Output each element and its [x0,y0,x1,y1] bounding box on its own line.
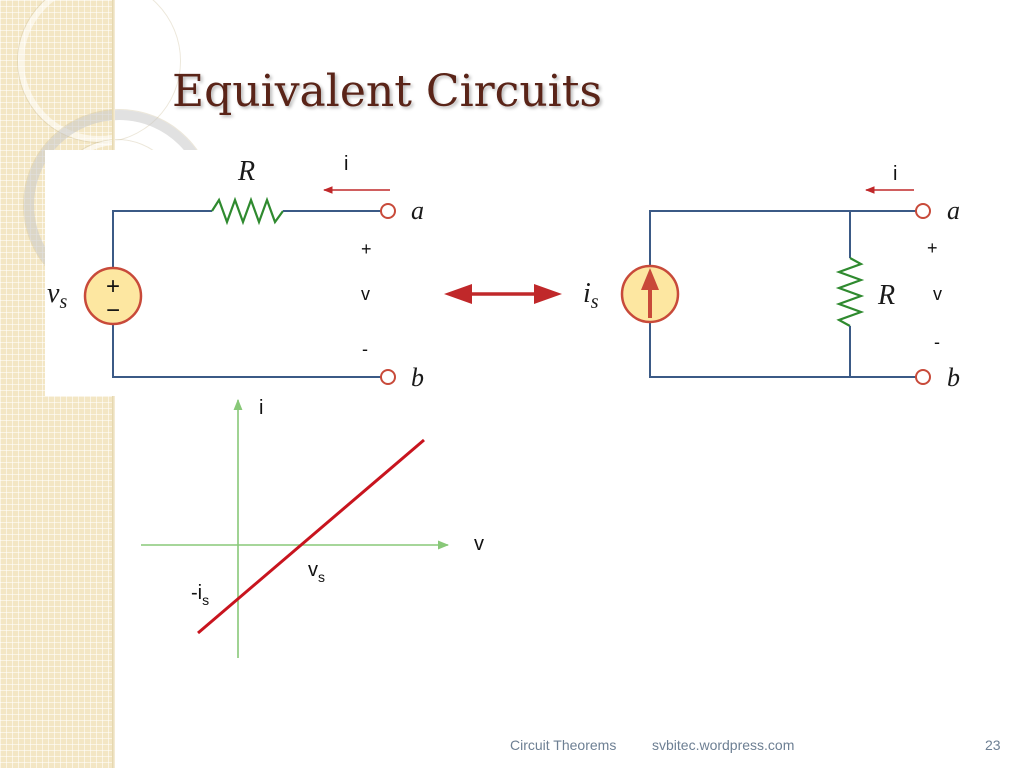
terminal-b-right[interactable] [915,369,931,385]
left-circuit: + − R vs a b i + v - [47,153,424,392]
source-label-main: v [47,278,60,309]
right-voltage-minus: - [934,332,940,352]
left-circuit-panel [45,150,305,396]
left-bottom-wire [112,322,381,378]
y-intercept-main: -i [191,582,202,604]
source-label-sub: s [591,291,599,313]
left-resistor-label: R [237,156,255,187]
current-source-arrow-icon [641,268,659,290]
footer-course-title: Circuit Theorems [510,737,617,753]
left-source-label: vs [47,278,67,313]
right-resistor-label: R [877,280,895,311]
left-voltage-plus: + [361,239,372,259]
equivalence-arrow [444,284,562,304]
right-circuit: R is a b i + v - [583,163,960,392]
iv-graph-x-intercept-label: vs [308,559,325,585]
left-terminal-a-label: a [411,196,424,225]
terminal-a-left[interactable] [380,203,396,219]
left-resistor [211,196,284,226]
source-label-sub: s [59,291,67,313]
left-terminal-b-label: b [411,363,424,392]
x-intercept-sub: s [318,569,325,585]
iv-graph-y-intercept-label: -is [191,582,209,608]
voltage-source-icon [83,266,143,326]
current-source [620,264,680,324]
voltage-source: + − [83,266,143,326]
slide-title: Equivalent Circuits [172,66,602,117]
left-current-label: i [344,153,348,175]
iv-characteristic-line [197,438,425,635]
footer-website: svbitec.wordpress.com [652,737,795,753]
left-voltage-minus: - [362,339,368,359]
right-bottom-wire [649,322,916,378]
right-voltage-label: v [933,284,942,304]
source-plus-sign: + [106,273,120,300]
left-top-wire [112,210,212,270]
right-source-label: is [583,278,599,313]
x-intercept-main: v [308,559,318,581]
iv-graph-x-axis-label: v [474,533,484,555]
terminal-a-right[interactable] [915,203,931,219]
right-terminal-a-label: a [947,196,960,225]
right-current-label: i [893,163,897,185]
iv-graph-y-axis-label: i [259,397,263,419]
y-intercept-sub: s [202,592,209,608]
equivalence-arrow-right-head [534,284,562,304]
equivalence-arrow-left-head [444,284,472,304]
source-label-main: i [583,278,591,309]
left-voltage-label: v [361,284,370,304]
right-resistor [835,257,865,327]
right-top-wire [649,210,916,266]
right-terminal-b-label: b [947,363,960,392]
terminal-b-left[interactable] [380,369,396,385]
source-minus-sign: − [106,297,120,324]
footer-page-number: 23 [985,737,1001,753]
right-voltage-plus: + [927,238,938,258]
iv-graph: i v vs -is [141,397,484,658]
